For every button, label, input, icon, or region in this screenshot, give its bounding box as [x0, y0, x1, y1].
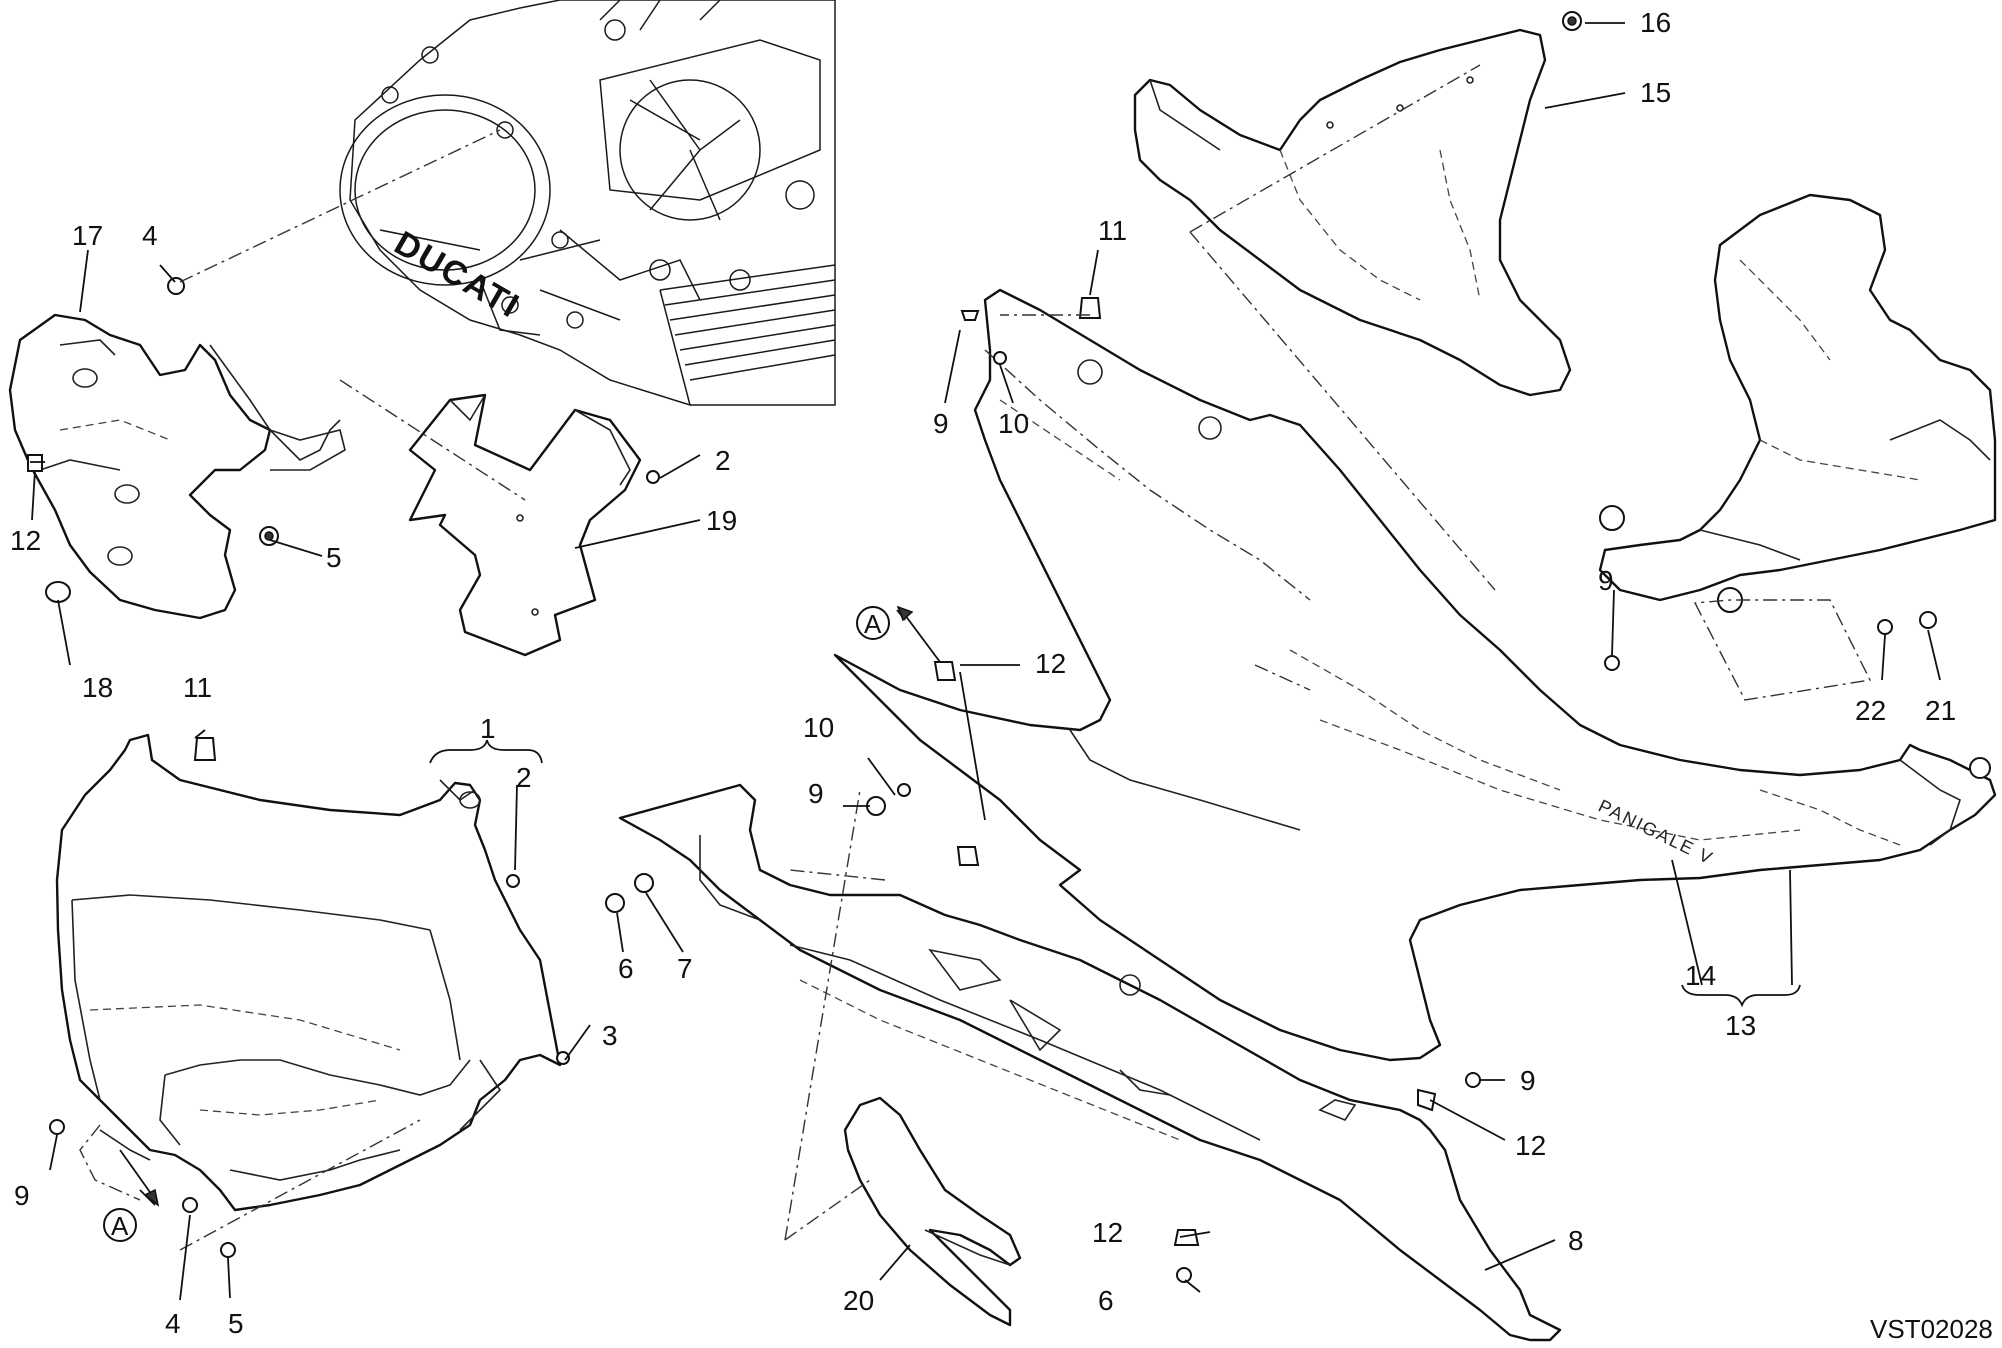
part-17-side-cover	[8, 313, 346, 620]
leader-lines	[30, 22, 1941, 1301]
callout-9: 9	[808, 778, 824, 809]
assembly-lines	[79, 64, 1872, 1251]
callout-17: 17	[72, 220, 103, 251]
ref-circle-a-bottom	[103, 1208, 137, 1242]
callout-7: 7	[677, 953, 693, 984]
part-20-shield	[843, 1096, 1022, 1327]
callout-5: 5	[326, 542, 342, 573]
reference-mark-a-bottom: A	[111, 1211, 129, 1241]
reference-arrows	[103, 605, 941, 1242]
callout-labels: 17 4 12 5 18 2 19 11 9 10 16 15 9 22 21 …	[10, 7, 1993, 1344]
callout-22: 22	[1855, 695, 1886, 726]
group-brackets	[429, 739, 1801, 1008]
callout-15: 15	[1640, 77, 1671, 108]
ducati-brand-lettering: DUCATI	[388, 224, 526, 326]
callout-19: 19	[706, 505, 737, 536]
callout-18: 18	[82, 672, 113, 703]
callout-12: 12	[1515, 1130, 1546, 1161]
callout-3: 3	[602, 1020, 618, 1051]
callout-6: 6	[618, 953, 634, 984]
callout-9: 9	[1520, 1065, 1536, 1096]
callout-6: 6	[1098, 1285, 1114, 1316]
callout-12: 12	[10, 525, 41, 556]
callout-4: 4	[142, 220, 158, 251]
callout-4: 4	[165, 1308, 181, 1339]
callout-12: 12	[1092, 1217, 1123, 1248]
callout-21: 21	[1925, 695, 1956, 726]
callout-13: 13	[1725, 1010, 1756, 1041]
part-19-heat-shield	[408, 393, 642, 657]
callout-8: 8	[1568, 1225, 1584, 1256]
callout-1: 1	[480, 713, 496, 744]
callout-9: 9	[1598, 565, 1614, 596]
part-13-bracket	[1598, 193, 1997, 613]
callout-2: 2	[715, 445, 731, 476]
callout-11: 11	[1098, 215, 1127, 246]
callout-2: 2	[516, 762, 532, 793]
callout-11: 11	[183, 672, 212, 703]
callout-10: 10	[803, 712, 834, 743]
callout-9: 9	[933, 408, 949, 439]
part-15-inner-panel	[1133, 28, 1572, 397]
part-1-left-lower-fairing	[55, 733, 562, 1212]
engine-illustration: DUCATI	[339, 0, 836, 406]
callout-10: 10	[998, 408, 1029, 439]
callout-12: 12	[1035, 648, 1066, 679]
drawing-code: VST02028	[1870, 1314, 1993, 1344]
callout-9: 9	[14, 1180, 30, 1211]
callout-5: 5	[228, 1308, 244, 1339]
callout-20: 20	[843, 1285, 874, 1316]
nut-4-top	[167, 277, 185, 295]
reference-mark-a-top: A	[864, 609, 882, 639]
hardware-fasteners	[27, 11, 1937, 1283]
callout-14: 14	[1685, 960, 1716, 991]
part-8-center-lower-fairing	[618, 783, 1562, 1342]
ref-circle-a-top	[856, 606, 890, 640]
part-14-side-fairing: PANIGALE V	[833, 288, 1997, 1062]
callout-16: 16	[1640, 7, 1671, 38]
